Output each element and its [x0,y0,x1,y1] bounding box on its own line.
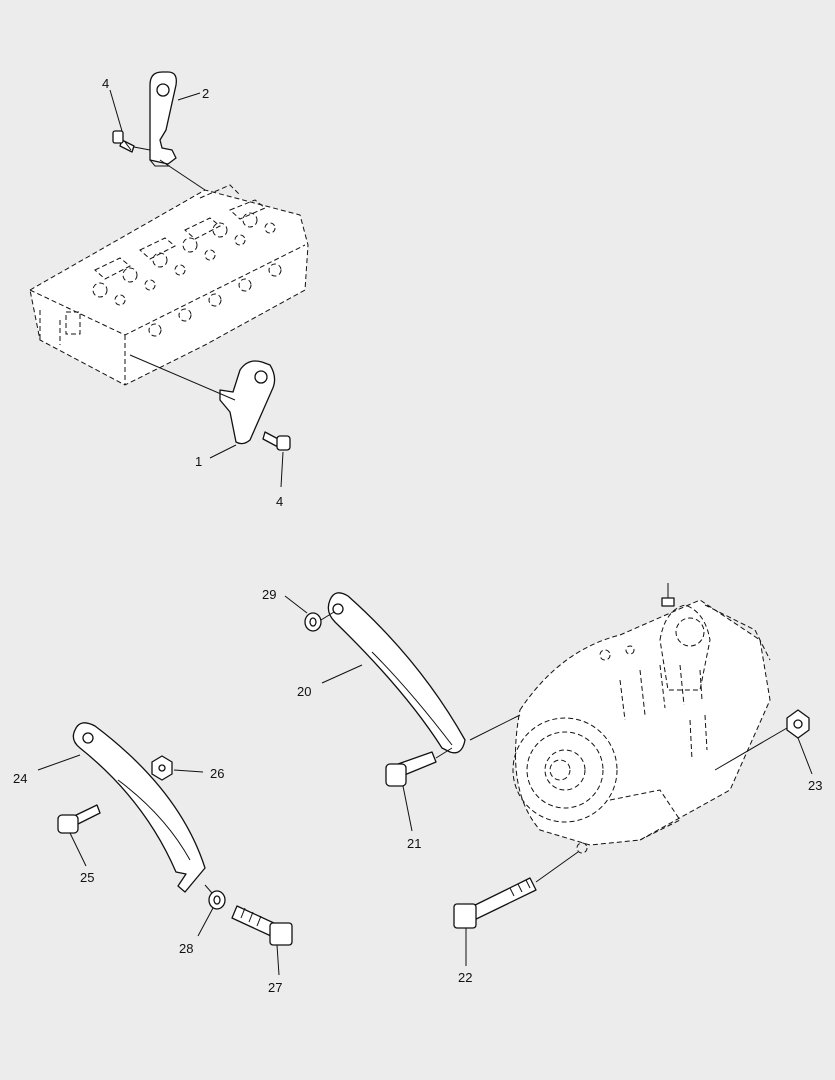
washer-29 [304,612,322,632]
cylinder-head [29,184,309,386]
callout-24: 24 [13,771,27,786]
callout-4-lower: 4 [276,494,283,509]
callout-29: 29 [262,587,276,602]
bolt-upper [112,130,135,153]
nut-23 [786,709,810,739]
long-bolt-22 [453,877,537,929]
bolt-25 [57,804,101,834]
nut-26 [151,755,173,781]
lower-strap [72,722,206,893]
bolt-27 [231,905,293,946]
cylinder-head-assembly [29,71,309,488]
callout-21: 21 [407,836,421,851]
callout-25: 25 [80,870,94,885]
callout-20: 20 [297,684,311,699]
callout-labels: 4 2 1 4 29 20 21 22 23 24 26 25 28 27 [13,76,822,995]
bolt-21 [385,751,437,787]
bolt-lower [262,431,291,451]
alternator [512,583,771,854]
callout-28: 28 [179,941,193,956]
callout-22: 22 [458,970,472,985]
callout-2: 2 [202,86,209,101]
callout-27: 27 [268,980,282,995]
adjusting-plate [327,592,466,754]
lower-lifting-bracket [219,360,276,445]
alternator-assembly [37,583,813,976]
callout-4-upper: 4 [102,76,109,91]
callout-1: 1 [195,454,202,469]
callout-23: 23 [808,778,822,793]
washer-28 [208,890,226,910]
callout-26: 26 [210,766,224,781]
upper-lifting-bracket [149,71,177,167]
